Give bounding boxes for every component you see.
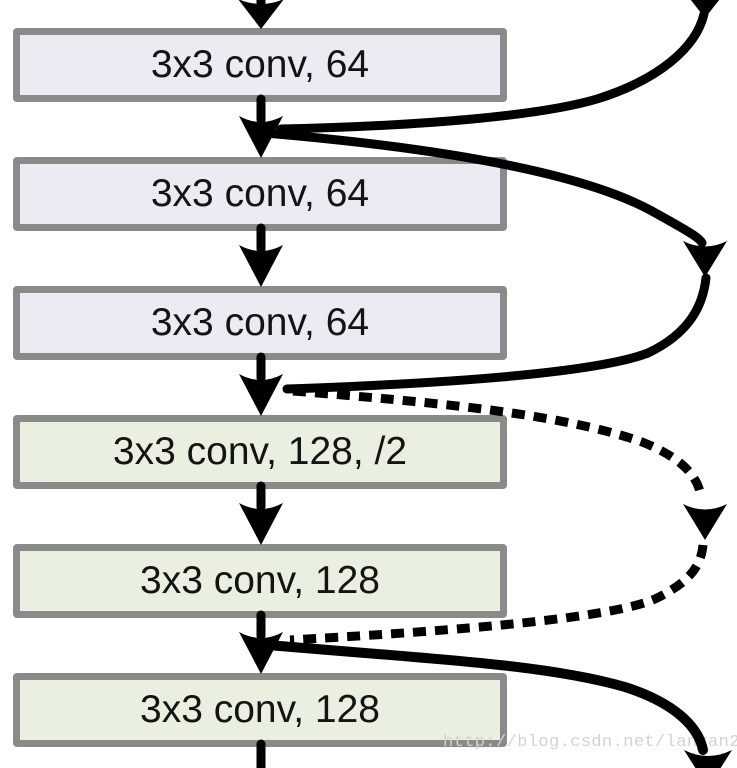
skip-arrowhead-top [690,0,720,18]
conv-box-2: 3x3 conv, 64 [13,157,507,231]
skip-arrowhead-bottom [684,750,732,768]
skip-arrowhead-dashed [683,504,727,540]
conv-box-5: 3x3 conv, 128 [13,544,507,618]
watermark-text: http://blog.csdn.net/lanran2 [443,733,737,752]
conv-box-4-label: 3x3 conv, 128, /2 [112,429,408,473]
down-arrowhead-5 [239,632,283,674]
down-arrowhead-4 [239,503,283,545]
down-arrowhead-1 [239,116,283,158]
down-arrowhead-top [238,0,284,29]
down-arrowhead-3 [239,374,283,416]
conv-box-3: 3x3 conv, 64 [13,286,507,360]
down-arrowhead-2 [239,245,283,287]
conv-box-6: 3x3 conv, 128 [13,673,507,747]
skip-arrowhead-1 [683,241,727,277]
conv-box-2-label: 3x3 conv, 64 [150,171,370,215]
conv-box-5-label: 3x3 conv, 128 [140,558,380,602]
conv-box-1: 3x3 conv, 64 [13,28,507,102]
conv-box-4: 3x3 conv, 128, /2 [13,415,507,489]
conv-box-1-label: 3x3 conv, 64 [150,42,370,86]
conv-box-3-label: 3x3 conv, 64 [150,300,370,344]
conv-box-6-label: 3x3 conv, 128 [140,687,380,731]
